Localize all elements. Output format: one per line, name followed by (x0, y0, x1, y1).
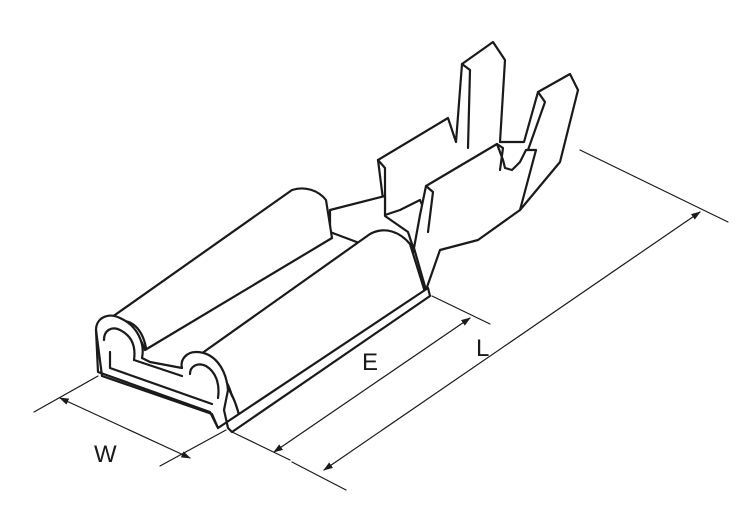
width-label: W (94, 441, 117, 468)
length-label: L (476, 335, 489, 362)
dimension-w: W (33, 375, 227, 468)
dimension-l: L (291, 149, 729, 491)
entry-label: E (362, 349, 378, 376)
